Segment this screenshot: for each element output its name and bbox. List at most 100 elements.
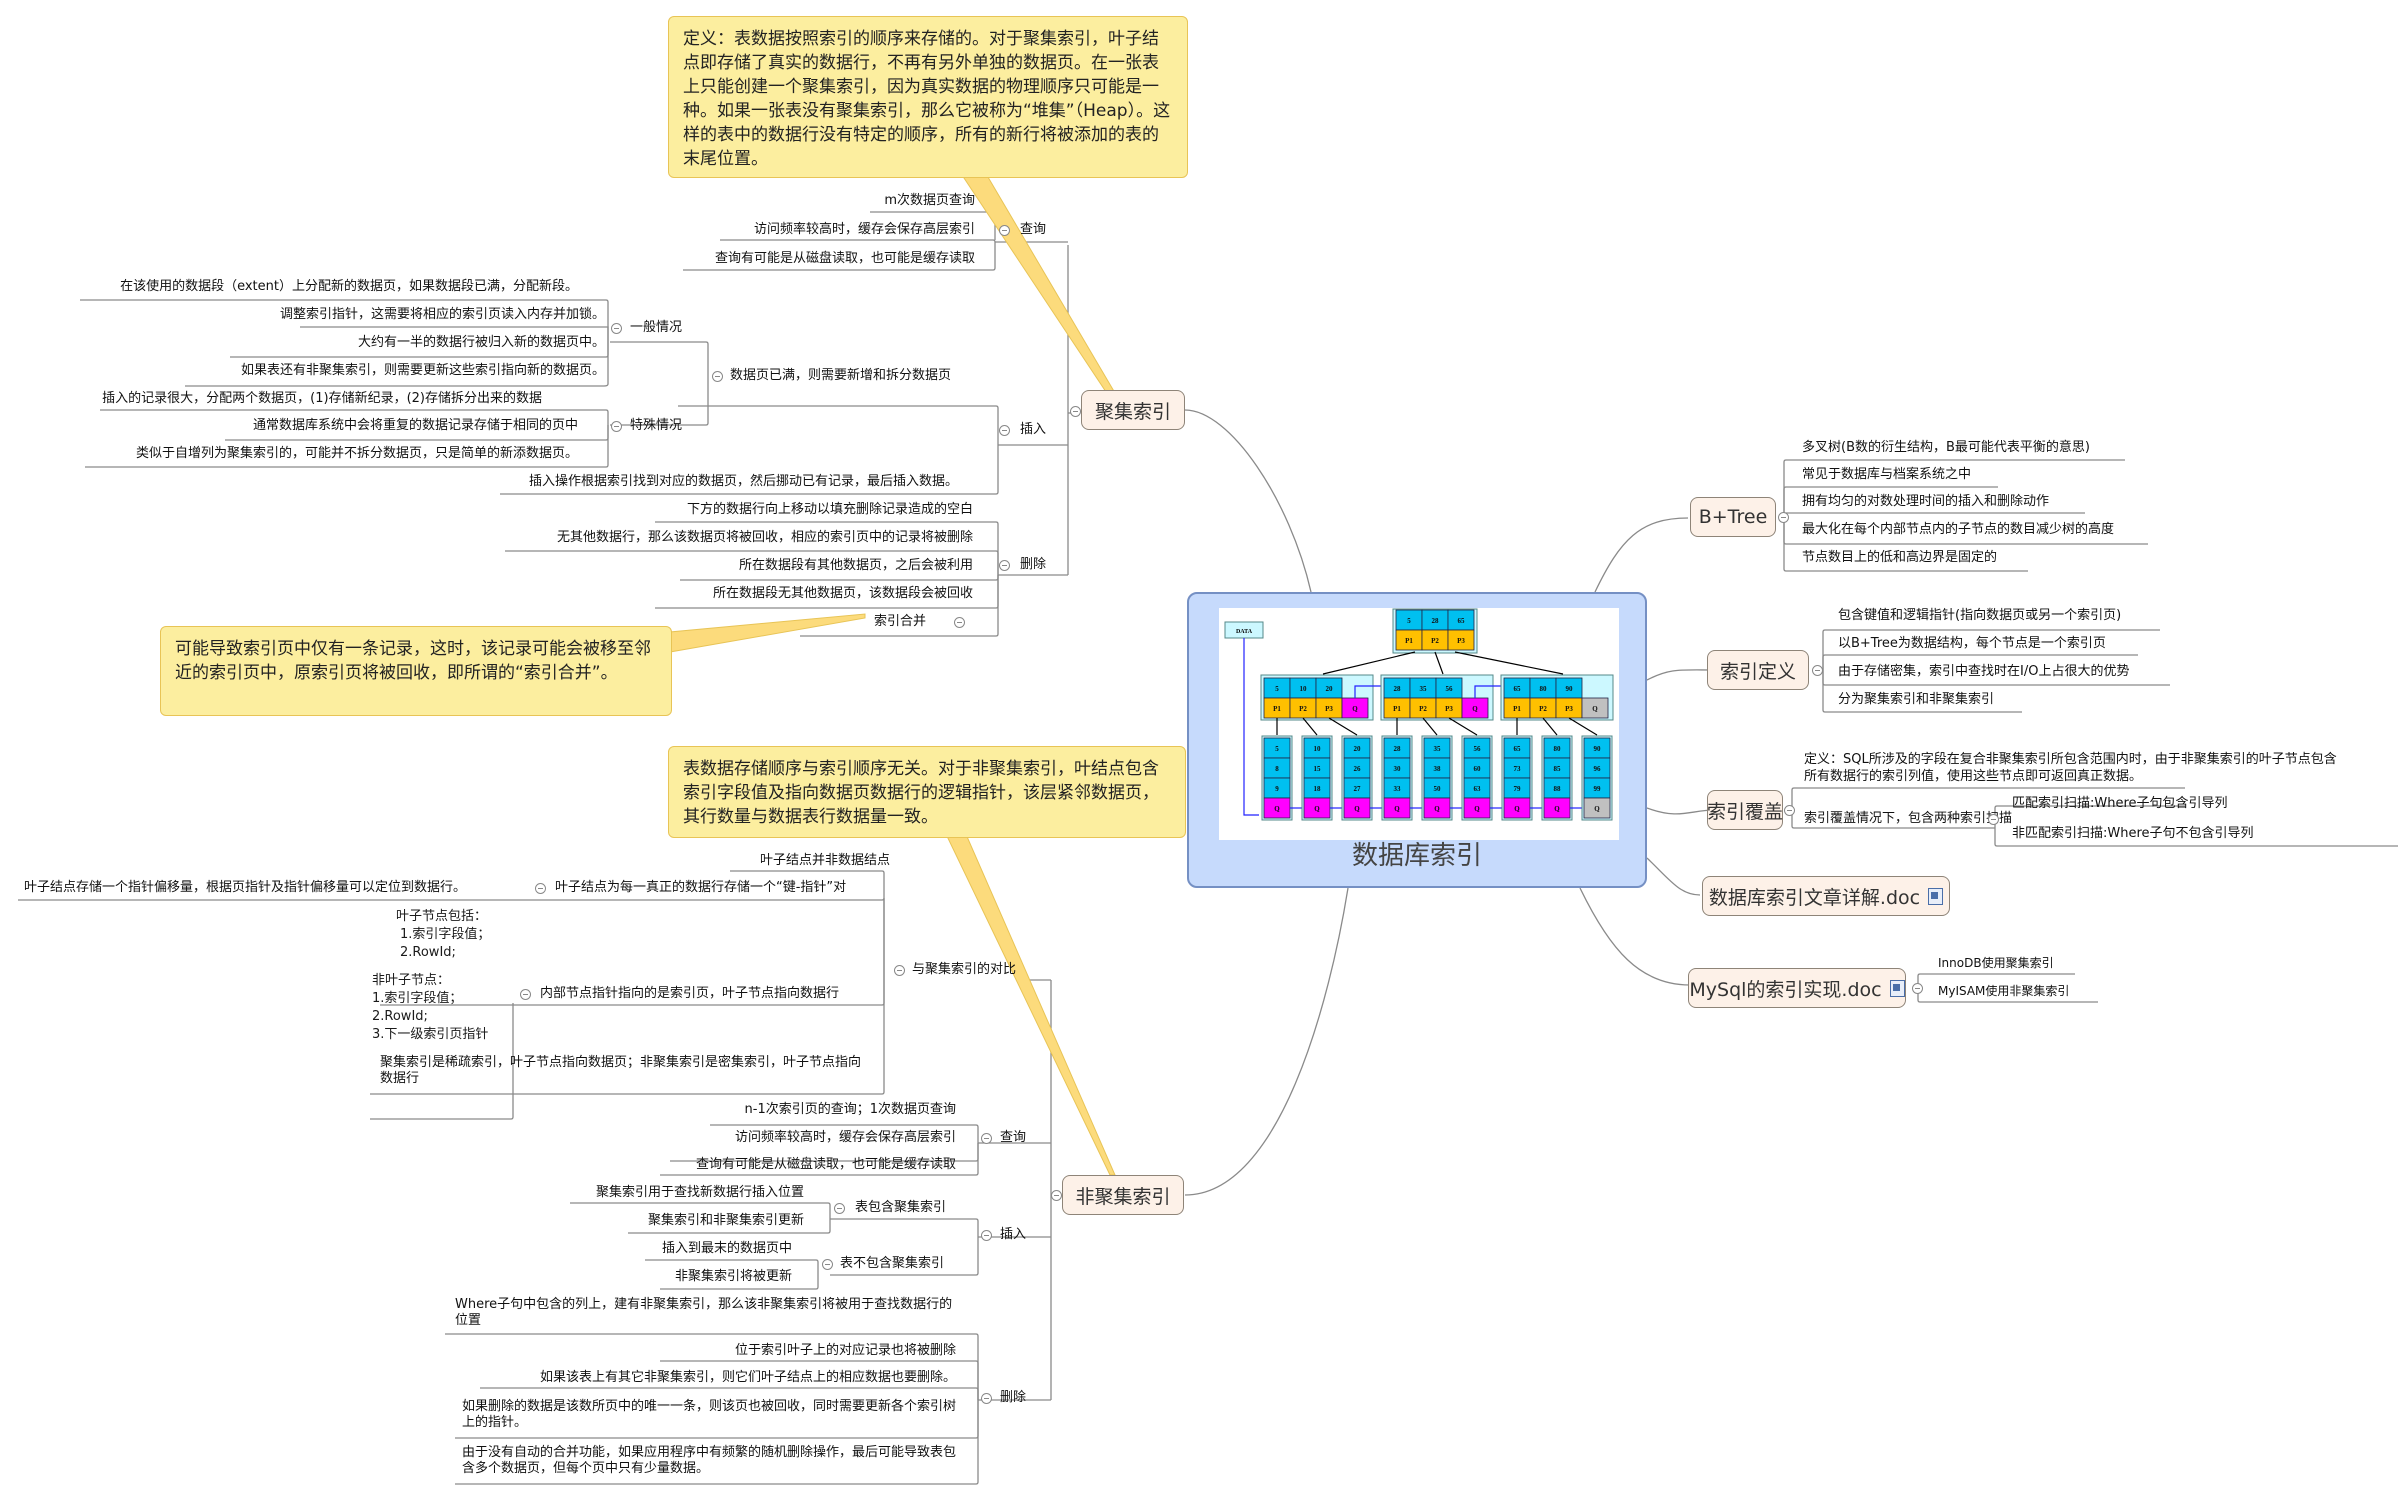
callout-text: 表数据存储顺序与索引顺序无关。对于非聚集索引，叶结点包含索引字段值及指向数据页数… <box>683 759 1159 827</box>
node-query[interactable]: 查询 <box>1020 222 1047 237</box>
topic-index-definition[interactable]: 索引定义 <box>1707 650 1809 690</box>
collapse-toggle[interactable] <box>1051 1190 1062 1201</box>
internal-ptr-label: P1 <box>1393 705 1401 713</box>
leaf-key-label: 35 <box>1434 745 1442 753</box>
node-item: m次数据页查询 <box>884 193 975 208</box>
node-item: 如果删除的数据是该数所页中的唯一一条，则该页也被回收，同时需要更新各个索引树上的… <box>462 1399 957 1430</box>
node-item: 所在数据段有其他数据页，之后会被利用 <box>738 558 973 573</box>
node-item: 聚集索引用于查找新数据行插入位置 <box>595 1185 804 1200</box>
node-insert[interactable]: 插入 <box>1020 422 1047 437</box>
leaf-key-label: 96 <box>1594 765 1602 773</box>
leaf-key-label: 73 <box>1514 765 1522 773</box>
collapse-toggle[interactable] <box>834 1203 845 1214</box>
leaf-key-label: 27 <box>1354 785 1362 793</box>
collapse-toggle[interactable] <box>1912 983 1923 994</box>
topic-nonclustered-index[interactable]: 非聚集索引 <box>1062 1175 1184 1215</box>
node-split[interactable]: 数据页已满，则需要新增和拆分数据页 <box>730 368 952 383</box>
node-item: 如果该表上有其它非聚集索引，则它们叶子结点上的相应数据也要删除。 <box>539 1370 956 1385</box>
node-covering-scan[interactable]: 索引覆盖情况下，包含两种索引扫描 <box>1804 811 2013 826</box>
internal-q-label: Q <box>1472 705 1478 713</box>
node-without-clustered[interactable]: 表不包含聚集索引 <box>840 1256 945 1271</box>
node-item: 多叉树(B数的衍生结构，B最可能代表平衡的意思) <box>1802 440 2090 455</box>
collapse-toggle[interactable] <box>999 425 1010 436</box>
node-query[interactable]: 查询 <box>1000 1130 1027 1145</box>
root-ptr-cell <box>1447 629 1475 651</box>
internal-ptr-label: P3 <box>1565 705 1573 713</box>
collapse-toggle[interactable] <box>611 323 622 334</box>
collapse-toggle[interactable] <box>1784 805 1795 816</box>
internal-key-label: 90 <box>1566 685 1574 693</box>
collapse-toggle[interactable] <box>999 560 1010 571</box>
leaf-key-label: 15 <box>1314 765 1322 773</box>
desc-line: 叶子节点包括： <box>396 909 488 924</box>
collapse-toggle[interactable] <box>981 1393 992 1404</box>
collapse-toggle[interactable] <box>535 883 546 894</box>
node-item: 访问频率较高时，缓存会保存高层索引 <box>753 222 975 237</box>
node-delete[interactable]: 删除 <box>1000 1390 1027 1405</box>
node-item: 分为聚集索引和非聚集索引 <box>1838 692 1995 707</box>
internal-ptr-label: P2 <box>1299 705 1307 713</box>
topic-clustered-index[interactable]: 聚集索引 <box>1081 390 1185 430</box>
node-index-merge[interactable]: 索引合并 <box>874 614 927 629</box>
data-label: DATA <box>1236 629 1253 635</box>
word-doc-icon[interactable] <box>1928 887 1944 905</box>
collapse-toggle[interactable] <box>981 1133 992 1144</box>
collapse-toggle[interactable] <box>954 617 965 628</box>
collapse-toggle[interactable] <box>520 989 531 1000</box>
node-with-clustered[interactable]: 表包含聚集索引 <box>855 1200 947 1215</box>
word-doc-icon[interactable] <box>1889 979 1905 997</box>
collapse-toggle[interactable] <box>1812 665 1823 676</box>
internal-ptr-label: P3 <box>1445 705 1453 713</box>
node-item: 定义：SQL所涉及的字段在复合非聚集索引所包含范围内时，由于非聚集索引的叶子节点… <box>1804 752 2337 784</box>
desc-line: 2.RowId; <box>372 1009 428 1024</box>
collapse-toggle[interactable] <box>822 1259 833 1270</box>
leaf-q-label: Q <box>1394 805 1400 813</box>
leaf-key-label: 50 <box>1434 785 1442 793</box>
node-special-case[interactable]: 特殊情况 <box>630 418 683 433</box>
collapse-toggle[interactable] <box>1070 406 1081 417</box>
leaf-key-label: 26 <box>1354 765 1362 773</box>
collapse-toggle[interactable] <box>981 1230 992 1241</box>
internal-key-label: 10 <box>1300 685 1308 693</box>
topic-doc-mysql[interactable]: MySql的索引实现.doc <box>1688 968 1906 1008</box>
nonleaf-node-desc: 非叶子节点： 1.索引字段值； 2.RowId; 3.下一级索引页指针 <box>372 972 488 1044</box>
collapse-toggle[interactable] <box>894 965 905 976</box>
collapse-toggle[interactable] <box>611 421 622 432</box>
collapse-toggle[interactable] <box>999 225 1010 236</box>
topic-label: B+Tree <box>1698 506 1768 528</box>
node-item: 由于存储密集，索引中查找时在I/O上占很大的优势 <box>1838 664 2130 679</box>
internal-q-label: Q <box>1592 705 1598 713</box>
node-item: 聚集索引是稀疏索引，叶子节点指向数据页；非聚集索引是密集索引，叶子节点指向数据行 <box>380 1055 862 1086</box>
leaf-key-label: 18 <box>1314 785 1322 793</box>
topic-covering-index[interactable]: 索引覆盖 <box>1707 790 1783 830</box>
leaf-key-label: 60 <box>1474 765 1482 773</box>
desc-line: 1.索引字段值； <box>372 991 463 1006</box>
leaf-q-label: Q <box>1354 805 1360 813</box>
node-compare[interactable]: 与聚集索引的对比 <box>912 962 1017 977</box>
collapse-toggle[interactable] <box>1988 814 1999 825</box>
internal-q-cell <box>1581 697 1609 719</box>
leaf-key-label: 5 <box>1275 745 1279 753</box>
node-insert[interactable]: 插入 <box>1000 1227 1027 1242</box>
index-merge-callout: 可能导致索引页中仅有一条记录，这时，该记录可能会被移至邻近的索引页中，原索引页将… <box>160 626 672 716</box>
collapse-toggle[interactable] <box>1778 512 1789 523</box>
topic-doc-article[interactable]: 数据库索引文章详解.doc <box>1702 876 1950 916</box>
leaf-key-label: 33 <box>1394 785 1402 793</box>
node-inner-pointer[interactable]: 内部节点指针指向的是索引页，叶子节点指向数据行 <box>540 986 840 1001</box>
node-key-pointer[interactable]: 叶子结点为每一真正的数据行存储一个“键-指针”对 <box>555 880 847 895</box>
node-item: 最大化在每个内部节点内的子节点的数目减少树的高度 <box>1802 522 2115 537</box>
sibling-link <box>1474 685 1502 698</box>
leaf-q-label: Q <box>1594 805 1600 813</box>
topic-bplustree[interactable]: B+Tree <box>1690 497 1776 537</box>
internal-ptr-label: P3 <box>1325 705 1333 713</box>
node-item: 下方的数据行向上移动以填充删除记录造成的空白 <box>686 502 973 517</box>
topic-label: 聚集索引 <box>1094 400 1171 423</box>
collapse-toggle[interactable] <box>712 371 723 382</box>
node-general-case[interactable]: 一般情况 <box>630 320 683 335</box>
node-delete[interactable]: 删除 <box>1020 557 1047 572</box>
root-key-label: 5 <box>1407 617 1411 625</box>
node-item: 常见于数据库与档案系统之中 <box>1802 467 1972 482</box>
internal-ptr-label: P2 <box>1419 705 1427 713</box>
